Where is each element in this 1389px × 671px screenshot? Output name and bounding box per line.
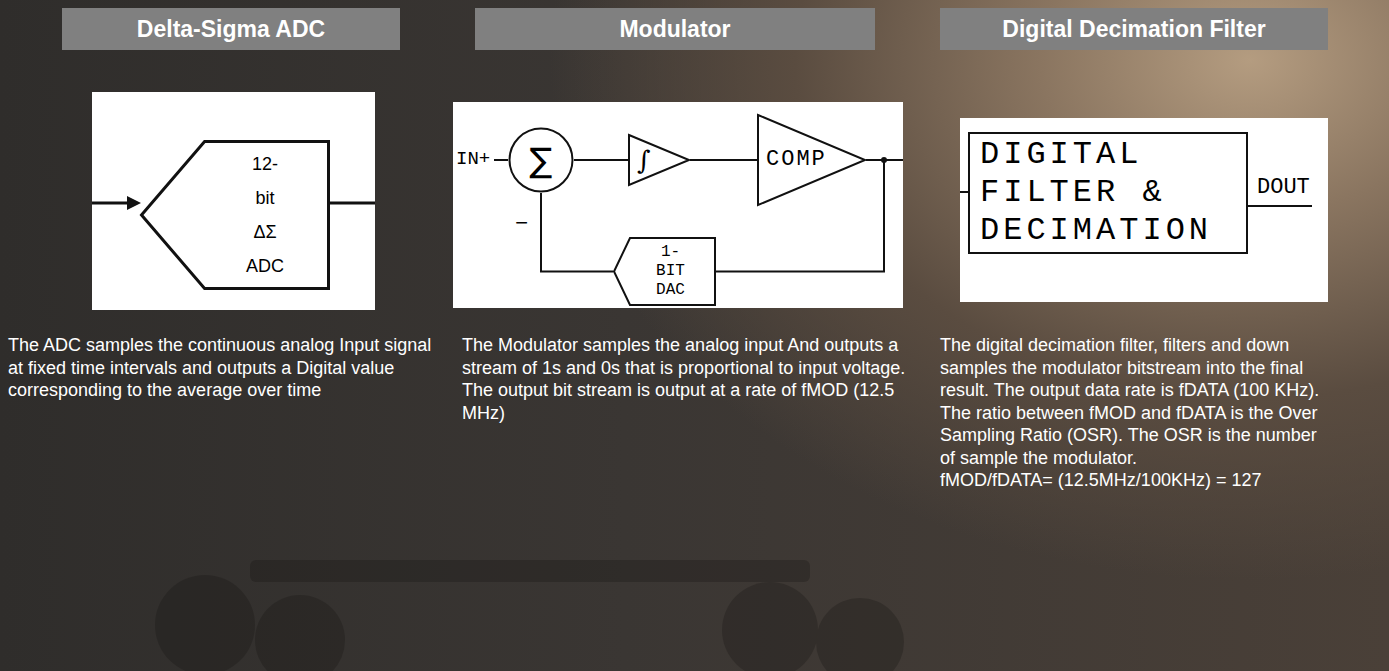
box-outline: [969, 133, 1247, 253]
block-text: 1-BIT DAC: [656, 243, 685, 300]
header-bar: Digital Decimation Filter: [940, 8, 1328, 50]
input-wire: [494, 159, 508, 161]
header-bar: Delta-Sigma ADC: [62, 8, 400, 50]
polarity-sign: −: [515, 212, 528, 237]
signal-wire: [690, 159, 757, 161]
junction-outline: [510, 129, 573, 192]
description-text: fMOD/fDATA= (12.5MHz/100KHz) = 127: [940, 469, 1360, 492]
symbol-text: ∫: [637, 144, 651, 176]
image-panel: [453, 102, 903, 308]
rover-wheel: [255, 595, 345, 671]
node-outline: [140, 140, 330, 290]
triangle-outline: [629, 135, 689, 185]
rover-silhouette: [155, 560, 904, 671]
triangle-outline: [758, 115, 865, 205]
input-wire: [960, 191, 968, 193]
comparator-symbol: COMP: [757, 114, 866, 206]
output-wire: [330, 202, 375, 205]
rover-wheel: [816, 598, 904, 671]
header-text: Digital Decimation Filter: [1002, 15, 1265, 43]
symbol-text: COMP: [766, 147, 827, 173]
signal-wire: [541, 193, 613, 272]
description-text: The ADC samples the continuous analog In…: [8, 334, 448, 402]
header-text: Modulator: [619, 15, 730, 43]
signal-wire: [574, 159, 628, 161]
adc-outline: [142, 142, 329, 289]
block-text: DIGITAL FILTER & DECIMATION: [980, 136, 1212, 250]
rover-wheel: [155, 575, 255, 671]
filter-block: DIGITAL FILTER & DECIMATION: [968, 132, 1248, 254]
input-wire: [92, 202, 130, 205]
signal-name: IN+: [456, 148, 490, 170]
input-arrowhead: [127, 196, 141, 210]
symbol-text: 12-bit ΔΣ ADC: [246, 147, 284, 283]
description-text: The digital decimation filter, filters a…: [940, 334, 1335, 469]
dac-outline: [614, 238, 715, 305]
signal-name: DOUT: [1257, 175, 1310, 200]
rover-body: [250, 560, 810, 582]
header-text: Delta-Sigma ADC: [137, 15, 325, 43]
summing-junction: ∑: [508, 127, 574, 193]
image-panel: [92, 92, 375, 310]
dac-block: 1-BIT DAC: [613, 237, 716, 306]
output-wire: [1248, 205, 1312, 207]
description-text: The Modulator samples the analog input A…: [462, 334, 912, 424]
adc-symbol: 12-bit ΔΣ ADC: [140, 140, 330, 290]
rover-wheel: [722, 582, 818, 671]
header-bar: Modulator: [475, 8, 875, 50]
image-panel: [960, 118, 1328, 302]
integrator-symbol: ∫: [628, 134, 690, 186]
symbol-text: ∑: [530, 140, 553, 180]
